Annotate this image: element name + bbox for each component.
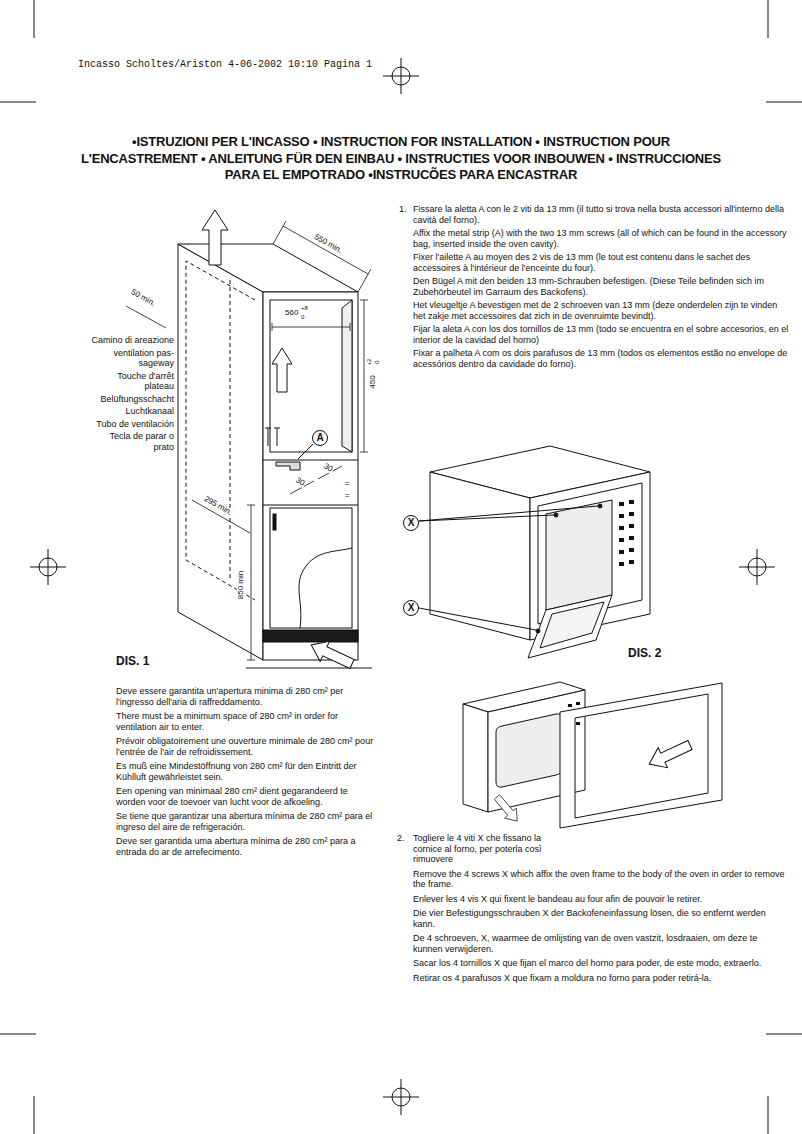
callout-letter: X [408,518,415,528]
body-text: Fixar a palheta A com os dois parafusos … [413,348,789,369]
page-title: •ISTRUZIONI PER L'INCASSO • INSTRUCTION … [81,134,721,184]
dimension-label: +8 [301,305,308,311]
callout-letter: A [316,433,323,443]
body-text: Fissare la aletta A con le 2 viti da 13 … [413,204,789,225]
body-text: Deve ser garantida uma abertura mínima d… [116,836,374,857]
step-number: 1. [399,204,407,215]
body-text: There must be a minimum space of 280 cm²… [116,711,374,732]
part-label: ventilation pas-sageway [89,348,174,369]
body-text: Deve essere garantita un'apertura minima… [116,686,374,707]
body-text: Den Bügel A mit den beiden 13 mm-Schraub… [413,276,789,297]
dimension-label: 0 [374,359,380,364]
callout-circle: X [403,515,419,531]
body-text: Die vier Befestigungsschrauben X der Bac… [413,908,789,929]
callout-circle: A [312,430,328,446]
dimension-label: 560 [285,309,298,317]
body-text: Togliere le 4 viti X che fissano la corn… [413,833,563,865]
body-text: Fixer l'ailette A au moyen des 2 vis de … [413,252,789,273]
oven-in-cabinet-drawing [419,446,650,658]
body-text: Prévoir obligatoirement une ouverture mi… [116,736,374,757]
body-text: De 4 schroeven, X, waarmee de omlijsting… [413,933,789,954]
dimension-label: = [344,480,351,488]
body-text: Se tiene que garantizar una abertura mín… [116,811,374,832]
frame-removal-drawing [463,682,722,828]
body-text: Es muß eine Mindestöffnung von 280 cm² f… [116,761,374,782]
dimension-label: 450 [369,374,377,389]
body-text: Retirar os 4 parafusos X que fixam a mol… [413,973,789,984]
figure-label: DIS. 2 [628,646,661,660]
body-text: Remove the 4 screws X which affix the ov… [413,869,789,890]
part-label: Touche d'arrêt plateau [89,371,174,392]
callout-circle: X [403,600,419,616]
body-text: Een opening van minimaal 280 cm² dient g… [116,786,374,807]
part-label: Luchtkanaal [89,406,174,417]
dimension-label: 850 min [237,570,245,600]
body-text: Fijar la aleta A con los dos tornillos d… [413,324,789,345]
part-label: Camino di areazione [89,335,174,346]
part-label: Belüftungsschacht [89,394,174,405]
print-header: Incasso Scholtes/Ariston 4-06-2002 10:10… [78,59,372,71]
body-text: Enlever les 4 vis X qui fixent le bandea… [413,894,789,905]
dimension-label: 550 min. [312,232,344,255]
dimension-label: = [344,492,351,500]
cabinet-drawing [178,210,372,674]
body-text: Het vleugeltje A bevestigen met de 2 sch… [413,300,789,321]
body-text: Sacar los 4 tornillos X que fijan el mar… [413,958,789,969]
step-number: 2. [397,833,405,844]
part-label: Tubo de ventilación [89,419,174,430]
body-text: Affix the metal strip (A) with the two 1… [413,228,789,249]
part-label: Tecla de parar o prato [89,431,174,452]
figure-label: DIS. 1 [116,654,149,668]
dimension-label: 0 [301,314,304,320]
callout-letter: X [408,603,415,613]
dimension-label: +2 [366,358,372,367]
dimension-label: 50 min. [129,288,158,309]
